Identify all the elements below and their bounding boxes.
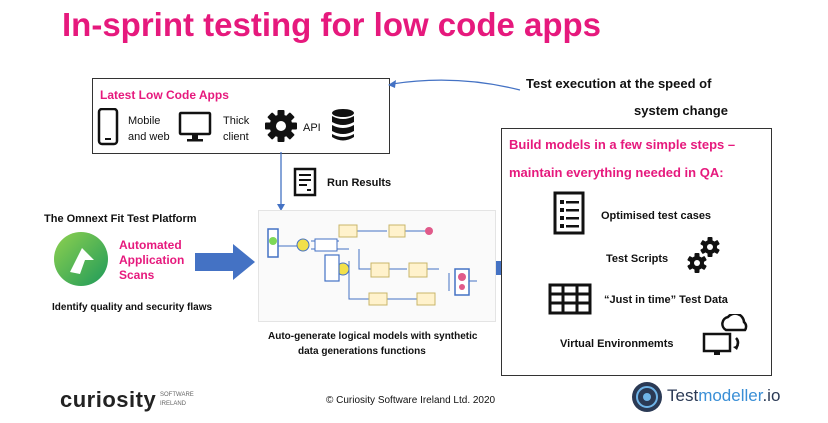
test-data-label: “Just in time” Test Data [604,294,728,306]
big-arrow-left [195,244,255,280]
autogen-caption-line2: data generations functions [298,346,426,357]
flow-model-graphic [267,224,477,306]
speed-text-line1: Test execution at the speed of [526,76,712,91]
database-icon [332,109,354,141]
platform-caption: Identify quality and security flaws [52,302,213,313]
curiosity-ireland-text: IRELAND [160,401,187,407]
monitor-icon [178,111,212,142]
down-arrow [277,152,285,211]
copyright-text: © Curiosity Software Ireland Ltd. 2020 [326,395,496,406]
checklist-icon [553,191,585,235]
platform-heading: The Omnext Fit Test Platform [44,213,197,225]
testmodeller-part-b: modeller [698,386,763,405]
scan-label-line3: Scans [119,268,155,282]
mobile-label-line2: and web [128,131,170,143]
document-icon [293,167,317,197]
curiosity-logo: curiosity [60,387,157,412]
virtual-environments-label: Virtual Environmemts [560,338,674,350]
curiosity-software-text: SOFTWARE [160,392,194,398]
build-models-heading-line1: Build models in a few simple steps – [509,137,736,152]
optimised-test-cases-label: Optimised test cases [601,210,712,222]
autogen-caption-line1: Auto-generate logical models with synthe… [268,331,478,342]
testmodeller-part-c: .io [762,386,781,405]
gear-icon [265,110,297,142]
omnext-logo-icon [54,232,108,286]
run-results-label: Run Results [327,177,392,189]
gears-icon [687,237,720,273]
testmodeller-part-a: Test [667,386,699,405]
mobile-icon [97,108,119,146]
scan-label-line1: Automated [119,238,182,252]
feedback-arrow [388,79,521,91]
test-scripts-label: Test Scripts [606,253,669,265]
api-label: API [303,122,321,134]
page-title: In-sprint testing for low code apps [62,6,602,43]
low-code-apps-title: Latest Low Code Apps [100,88,229,102]
mobile-label-line1: Mobile [128,115,161,127]
flow-model-diagram [258,210,496,322]
testmodeller-wordmark: Testmodeller.io [667,386,780,406]
cloud-monitor-icon [702,314,748,355]
thick-label-line1: Thick [223,115,250,127]
build-models-heading-line2: maintain everything needed in QA: [509,165,724,180]
testmodeller-logo-icon [632,382,662,412]
thick-label-line2: client [223,131,249,143]
table-grid-icon [548,283,592,315]
scan-label-line2: Application [119,253,185,267]
speed-text-line2: system change [634,103,728,118]
